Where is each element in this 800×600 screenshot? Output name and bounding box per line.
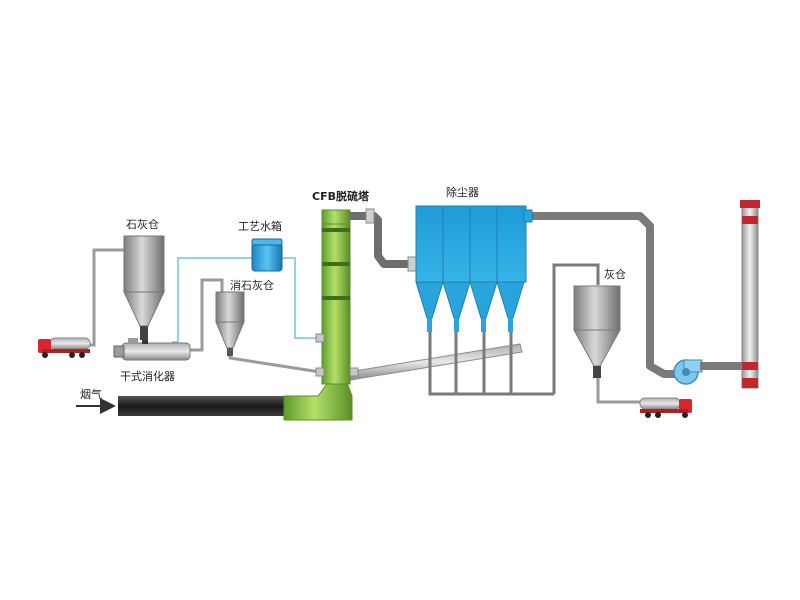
water-line-to-slaker <box>172 257 252 343</box>
tower-nozzle <box>349 367 359 377</box>
process-water-tank-label: 工艺水箱 <box>238 219 282 233</box>
tower-nozzle <box>315 367 325 377</box>
collector-inlet-flange <box>407 256 417 272</box>
collector-hopper <box>496 281 525 319</box>
slaked-lime-silo-label: 消石灰仓 <box>230 278 274 292</box>
collector-hopper <box>442 281 471 319</box>
ash-silo-label: 灰仓 <box>604 267 626 281</box>
slaked-lime-silo <box>215 291 245 356</box>
ash-recirculation-pipe <box>347 343 523 381</box>
ash-silo-valve-icon <box>593 366 601 378</box>
collector-outlet-flange <box>523 209 533 223</box>
ash-silo-to-truck-pipe <box>596 372 640 404</box>
dust-collector-label: 除尘器 <box>446 185 479 199</box>
flue-gas-label: 烟气 <box>80 387 102 401</box>
truck-to-lime-silo-pipe <box>88 248 128 347</box>
water-lines <box>172 257 320 343</box>
cfb-desulfurization-tower <box>283 209 359 421</box>
collector-hopper <box>469 281 498 319</box>
dry-slaker-label: 干式消化器 <box>120 369 175 383</box>
ash-removal-truck <box>639 397 692 418</box>
slaked-lime-to-tower-pipe <box>228 352 321 374</box>
tower-nozzle <box>315 333 325 343</box>
tower-inlet-elbow <box>283 379 353 421</box>
tower-band <box>322 262 350 266</box>
lime-silo <box>123 235 165 340</box>
collector-hopper <box>415 281 444 319</box>
lime-silo-label: 石灰仓 <box>126 217 159 231</box>
lime-delivery-truck <box>38 337 91 358</box>
induced-draft-fan <box>673 359 703 385</box>
tower-band <box>322 296 350 300</box>
chimney-stack <box>740 200 760 389</box>
collector-drop-lines <box>428 263 600 396</box>
collector-to-fan-duct <box>526 212 676 378</box>
slaker-to-slaked-lime-pipe <box>190 278 224 352</box>
collector-drop-line <box>428 332 554 396</box>
tower-band <box>322 228 350 232</box>
dust-collector <box>415 205 527 332</box>
tower-body <box>321 221 351 385</box>
collector-to-ash-silo-line <box>552 263 600 394</box>
flue-gas-inlet-duct <box>118 396 290 416</box>
lime-silo-valve-icon <box>140 326 148 340</box>
tower-outlet-flange <box>365 208 375 224</box>
ash-silo <box>573 285 621 378</box>
tower-top <box>321 209 351 225</box>
dry-slaker <box>113 338 191 361</box>
process-water-tank <box>251 238 283 272</box>
cfb-tower-label: CFB脱硫塔 <box>312 189 370 203</box>
collector-housing <box>415 205 527 283</box>
water-line-to-tower <box>282 257 320 339</box>
tower-to-collector-duct <box>350 212 414 268</box>
